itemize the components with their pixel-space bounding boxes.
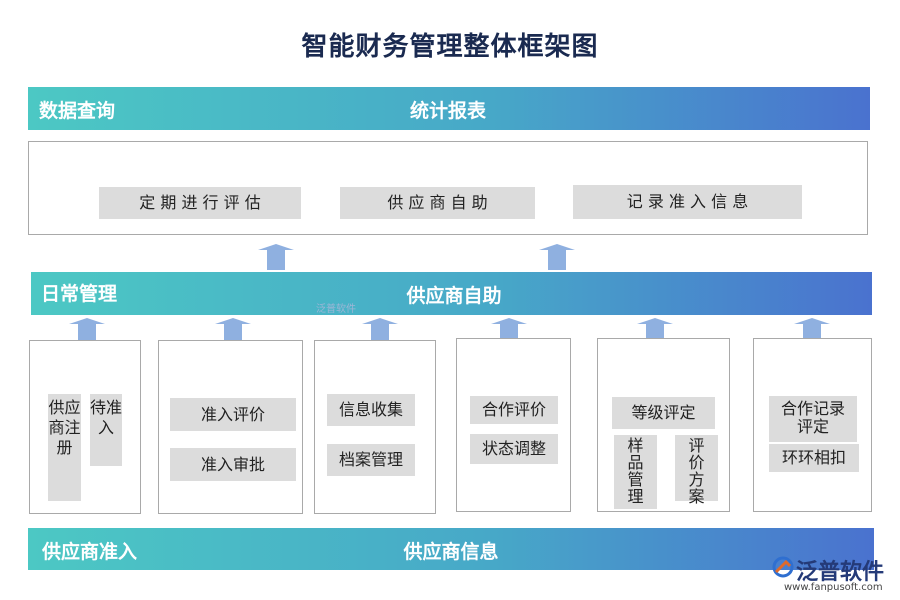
column-item: 供应商注册 bbox=[48, 394, 81, 501]
up-arrow-icon bbox=[69, 318, 105, 344]
top-box: 定 期 进 行 评 估 供 应 商 自 助 记 录 准 入 信 息 bbox=[28, 141, 868, 235]
up-arrow-icon bbox=[794, 318, 830, 344]
column-item: 评价方案 bbox=[675, 435, 718, 505]
top-box-item: 供 应 商 自 助 bbox=[340, 187, 535, 219]
brand-logo: 泛普软件 www.fanpusoft.com bbox=[770, 552, 898, 598]
column-box: 等级评定 样品管理 评价方案 bbox=[597, 338, 730, 512]
middle-band-left-label: 日常管理 bbox=[41, 283, 118, 305]
top-band: 数据查询 统计报表 bbox=[28, 87, 870, 130]
bottom-band: 供应商准入 供应商信息 bbox=[28, 528, 874, 570]
up-arrow-icon bbox=[637, 318, 673, 344]
column-item: 环环相扣 bbox=[769, 444, 859, 472]
column-box: 合作记录评定 环环相扣 bbox=[753, 338, 872, 512]
column-item: 状态调整 bbox=[470, 434, 558, 464]
column-item: 待准入 bbox=[90, 394, 122, 466]
up-arrow-icon bbox=[491, 318, 527, 344]
column-item: 准入评价 bbox=[170, 398, 296, 431]
logo-name: 泛普软件 bbox=[796, 560, 885, 585]
column-item: 合作评价 bbox=[470, 396, 558, 424]
column-item: 样品管理 bbox=[614, 435, 657, 509]
diagram-title: 智能财务管理整体框架图 bbox=[301, 32, 599, 62]
column-item: 档案管理 bbox=[327, 444, 415, 476]
column-box: 供应商注册 待准入 bbox=[29, 340, 141, 514]
bottom-band-center-label: 供应商信息 bbox=[403, 541, 499, 563]
column-box: 准入评价 准入审批 bbox=[158, 340, 303, 514]
top-band-center-label: 统计报表 bbox=[409, 100, 486, 122]
logo-url: www.fanpusoft.com bbox=[784, 582, 883, 593]
up-arrow-icon bbox=[539, 244, 575, 270]
top-box-item: 定 期 进 行 评 估 bbox=[99, 187, 301, 219]
up-arrow-icon bbox=[215, 318, 251, 344]
column-item: 信息收集 bbox=[327, 394, 415, 426]
logo-icon bbox=[772, 556, 794, 578]
middle-band-center-label: 供应商自助 bbox=[406, 285, 502, 307]
bottom-band-left-label: 供应商准入 bbox=[42, 541, 138, 563]
watermark-text: 泛普软件 bbox=[316, 304, 356, 315]
top-box-item: 记 录 准 入 信 息 bbox=[573, 185, 802, 219]
column-item: 合作记录评定 bbox=[769, 396, 857, 442]
column-item: 准入审批 bbox=[170, 448, 296, 481]
middle-band: 日常管理 供应商自助 bbox=[31, 272, 872, 315]
column-box: 信息收集 档案管理 bbox=[314, 340, 436, 514]
up-arrow-icon bbox=[258, 244, 294, 270]
column-item: 等级评定 bbox=[612, 397, 715, 429]
up-arrow-icon bbox=[362, 318, 398, 344]
top-band-left-label: 数据查询 bbox=[39, 100, 116, 122]
column-box: 合作评价 状态调整 bbox=[456, 338, 571, 512]
